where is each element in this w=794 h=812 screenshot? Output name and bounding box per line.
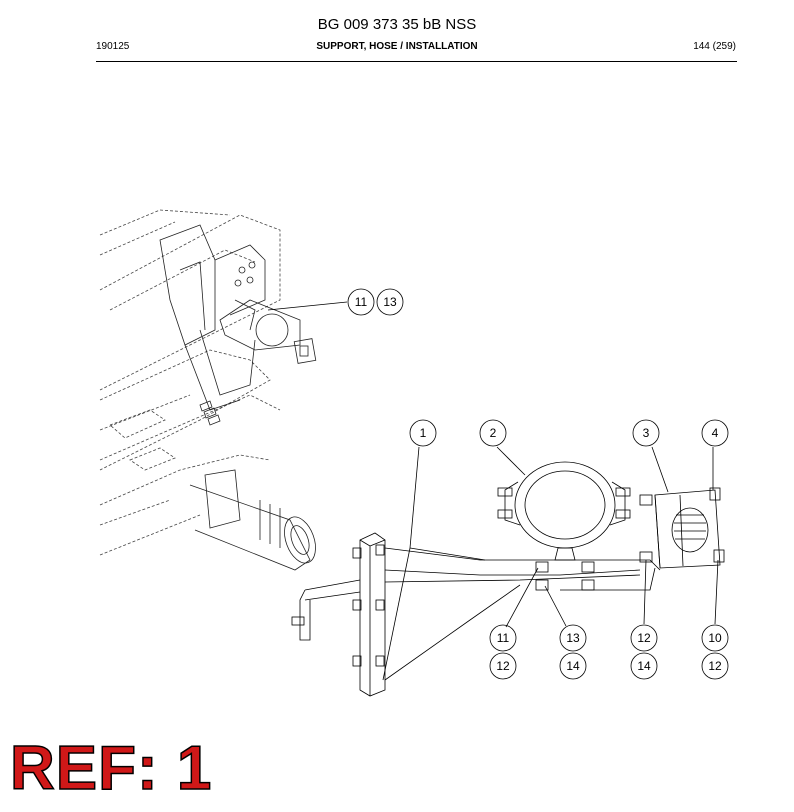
callout-label: 3 [643,426,650,440]
page-number: 144 (259) [693,41,736,52]
callout-label: 11 [497,631,510,645]
callout-overview: 11 13 [347,288,404,316]
machine-overview-sketch [99,209,281,556]
callout-label: 12 [496,659,510,673]
callout-label: 4 [712,426,719,440]
callouts-top: 1 2 3 4 [409,419,729,447]
header-rule [96,61,737,62]
callout-label: 10 [708,631,722,645]
leader-overview [267,301,348,311]
callouts-bottom-row2: 12 14 14 12 [489,652,729,680]
callout-label: 14 [637,659,651,673]
callout-label: 14 [566,659,580,673]
callouts-bottom-row1: 11 13 12 10 [489,624,729,652]
section-title: SUPPORT, HOSE / INSTALLATION [316,41,478,52]
detail-leaders [382,446,719,681]
machine-overview-solid [159,224,317,571]
callout-label: 2 [490,426,497,440]
callout-circle [347,288,375,316]
callout-label: 13 [566,631,580,645]
callout-label: 13 [383,295,397,309]
detail-drawing [291,461,725,697]
callout-label: 1 [420,426,427,440]
ref-label: REF: 1 [9,734,213,803]
document-id: BG 009 373 35 bB NSS [317,16,477,33]
callout-label: 12 [637,631,651,645]
callout-label: 12 [708,659,722,673]
callout-label: 11 [355,295,368,309]
date-code: 190125 [96,41,130,52]
callout-circle [376,288,404,316]
